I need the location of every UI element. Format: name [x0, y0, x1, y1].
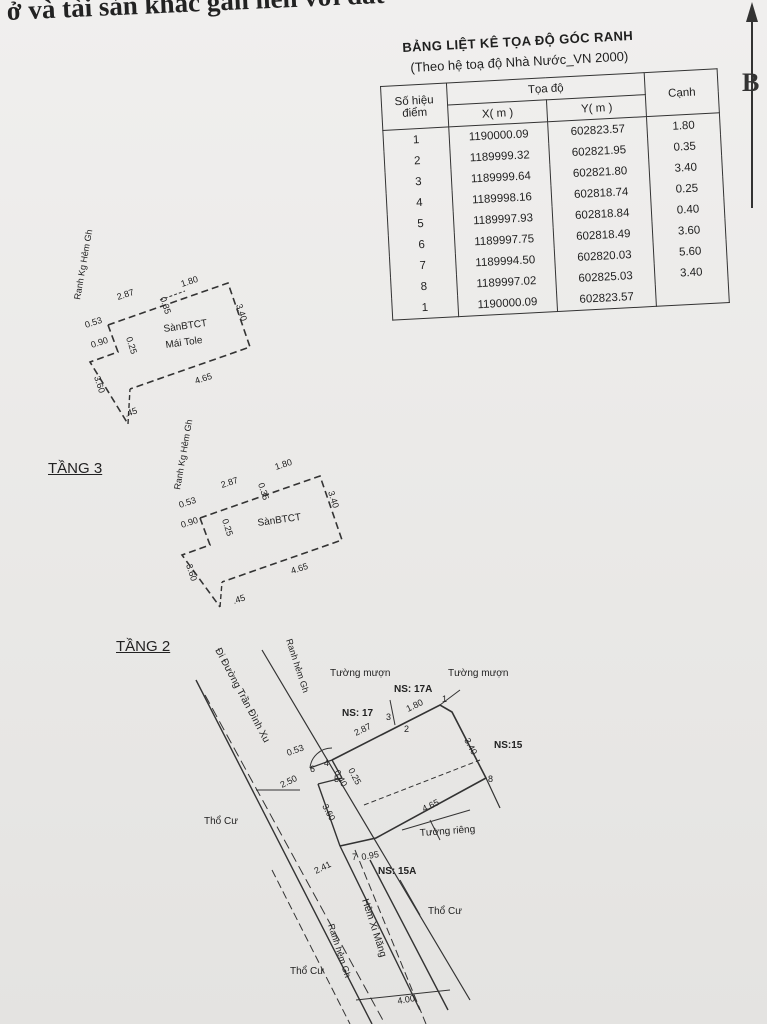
ns-15-label: NS:15: [494, 740, 523, 751]
svg-text:3: 3: [386, 712, 391, 722]
svg-text:3.60: 3.60: [184, 563, 199, 583]
svg-text:0.90: 0.90: [180, 515, 200, 530]
ns-17-label: NS: 17: [342, 708, 374, 719]
floor-3-label: TẦNG 3: [48, 460, 103, 477]
svg-text:2.87: 2.87: [352, 721, 372, 738]
svg-text:0.90: 0.90: [90, 335, 110, 350]
svg-text:.45: .45: [124, 406, 139, 419]
svg-text:0.53: 0.53: [285, 742, 305, 757]
svg-text:4.00: 4.00: [397, 993, 416, 1006]
floor-2-label: TẦNG 2: [116, 638, 171, 655]
svg-text:0.95: 0.95: [361, 849, 380, 862]
ns-15a-label: NS: 15A: [378, 866, 416, 877]
svg-text:0.35: 0.35: [158, 296, 173, 316]
tho-cu-right: Thổ Cư: [428, 905, 462, 917]
floor3-road-label: Ranh Kg Hẻm Gh: [172, 419, 194, 491]
svg-text:3.60: 3.60: [320, 802, 337, 822]
top-room-line2: Mái Tole: [165, 335, 204, 351]
svg-text:8: 8: [488, 774, 493, 784]
wall-own-label: Tường riêng: [419, 824, 475, 839]
svg-text:.45: .45: [232, 593, 247, 606]
alley-label: Hẻm Xi Măng: [359, 898, 388, 959]
svg-text:1.80: 1.80: [180, 274, 200, 289]
svg-text:2.87: 2.87: [220, 475, 240, 490]
svg-text:2.41: 2.41: [312, 859, 332, 876]
north-letter: B: [742, 68, 760, 97]
tho-cu-bottom: Thổ Cư: [290, 965, 324, 977]
svg-text:0.53: 0.53: [84, 315, 104, 330]
svg-text:2.87: 2.87: [116, 287, 136, 302]
svg-text:5: 5: [334, 774, 339, 784]
ranh-hem-top-label: Ranh hẻm Gh: [284, 638, 311, 694]
top-room-line1: SànBTCT: [163, 318, 208, 335]
ranh-hem-bottom-label: Ranh hẻm Gh: [326, 923, 353, 979]
svg-text:6: 6: [310, 764, 315, 774]
svg-text:2.50: 2.50: [278, 773, 298, 790]
svg-text:0.53: 0.53: [178, 495, 198, 510]
tho-cu-left: Thổ Cư: [204, 815, 238, 827]
wall-borrowed-1: Tường mượn: [330, 668, 390, 679]
ns-17a-label: NS: 17A: [394, 684, 432, 695]
svg-text:1: 1: [442, 694, 447, 704]
svg-text:1.80: 1.80: [274, 457, 294, 472]
floor-3-plan: [180, 474, 344, 608]
svg-text:3.40: 3.40: [462, 736, 479, 756]
svg-text:4.65: 4.65: [290, 561, 310, 576]
svg-text:4: 4: [324, 758, 329, 768]
svg-text:0.25: 0.25: [220, 518, 235, 538]
svg-text:4.65: 4.65: [420, 797, 440, 814]
svg-text:3.60: 3.60: [92, 375, 107, 395]
svg-text:4.65: 4.65: [194, 371, 214, 386]
svg-text:3.40: 3.40: [326, 490, 341, 510]
floor3-room-label: SànBTCT: [257, 512, 302, 529]
svg-text:0.25: 0.25: [124, 336, 139, 356]
north-arrow-icon: [746, 2, 758, 208]
top-road-label: Ranh Kg Hẻm Gh: [72, 229, 94, 301]
svg-text:7: 7: [352, 852, 357, 862]
top-plan: [88, 281, 252, 425]
floor-2-plan: [195, 649, 501, 1024]
svg-text:1.80: 1.80: [404, 697, 424, 714]
svg-text:3.40: 3.40: [234, 303, 249, 323]
wall-borrowed-2: Tường mượn: [448, 668, 508, 679]
svg-text:2: 2: [404, 724, 409, 734]
